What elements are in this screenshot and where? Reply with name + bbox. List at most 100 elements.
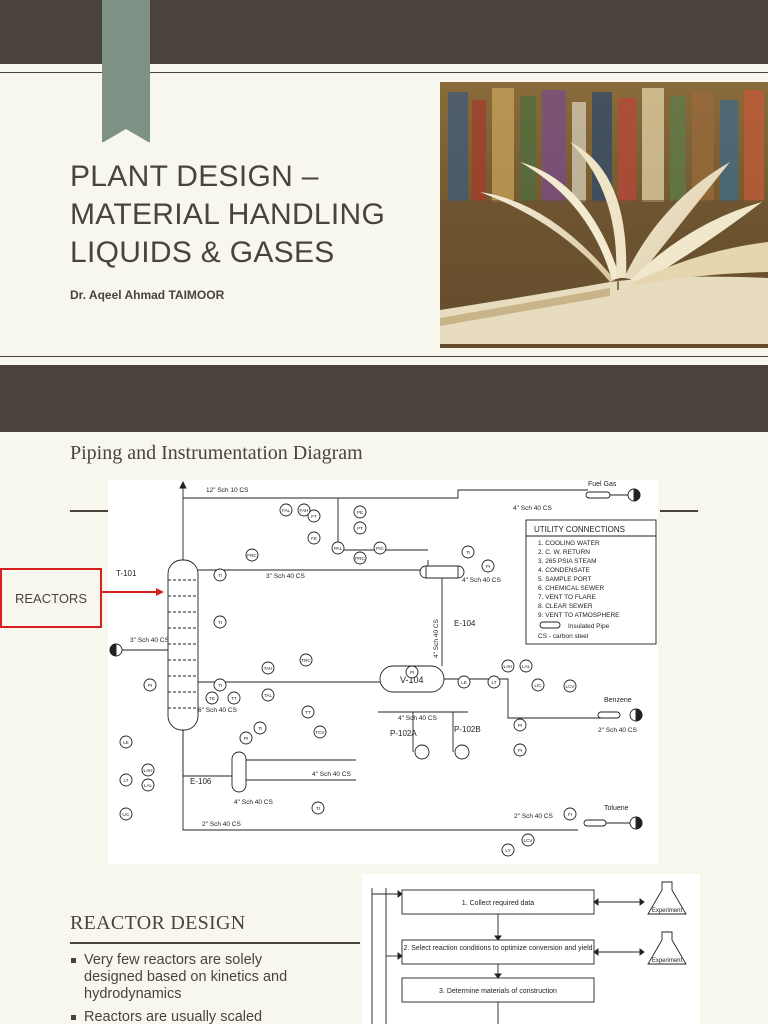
instrument-tag: LIC [534,683,542,688]
instrument-bubble [521,833,535,847]
instrument-tag: FT [311,514,317,519]
author-name: Dr. Aqeel Ahmad TAIMOOR [70,288,225,302]
pipe-label: 4" Sch 40 CS [234,799,273,806]
instrument-tag: TI [218,620,222,625]
instrument-bubble [457,675,471,689]
instrument-tag: PT [357,526,363,531]
column-tag: T-101 [116,569,137,578]
instrument-bubble [353,505,367,519]
instrument-bubble [405,665,419,679]
section-rule [70,942,360,944]
pid-slide: Piping and Instrumentation Diagram T-101… [0,432,768,1024]
instrument-tag: PI [518,723,522,728]
instrument-bubble [213,615,227,629]
instrument-bubble [513,718,527,732]
heat-exchanger [419,565,465,579]
pipe-label: 3" Sch 40 CS [266,573,305,580]
title-slide: PLANT DESIGN – MATERIAL HANDLING LIQUIDS… [0,0,768,432]
instrument-tag: PI [244,736,248,741]
instrument-tag: PI [410,670,414,675]
instrument-tag: LAL [144,783,153,788]
section-heading: REACTOR DESIGN [70,912,246,934]
legend-title: UTILITY CONNECTIONS [534,525,625,534]
flow-step [401,939,595,965]
instrument-bubble [481,559,495,573]
instrument-tag: LAH [144,768,153,773]
flow-step-label: 2. Select reaction conditions to optimiz… [403,945,592,952]
instrument-bubble [353,521,367,535]
instrument-bubble [563,807,577,821]
title-line: MATERIAL HANDLING [70,198,386,231]
instrument-bubble [213,568,227,582]
instrument-bubble [261,688,275,702]
legend-item: CS - carbon steel [538,633,589,640]
instrument-bubble [239,731,253,745]
pipe-label: 12" Sch 10 CS [206,487,249,494]
instrument-tag: LE [461,680,467,685]
legend-item: 1. COOLING WATER [538,540,600,547]
instrument-tag: PI [518,748,522,753]
instrument-tag: TI [258,726,262,731]
reboiler [231,751,247,793]
instrument-bubble [307,509,321,523]
instrument-tag: LT [491,680,496,685]
divider-line [0,72,768,73]
legend-item: 5. SAMPLE PORT [538,576,591,583]
instrument-bubble [519,659,533,673]
instrument-tag: PE [357,510,363,515]
book-photo [440,82,768,348]
pipe-label: 4" Sch 40 CS [513,505,552,512]
instrument-tag: PAL [334,546,343,551]
instrument-tag: FAL [282,508,291,513]
legend-item: 3. 265 PSIA STEAM [538,558,597,565]
pid-diagram: T-101 12" Sch 10 CS Fuel Gas 4" Sch 40 C… [108,480,658,864]
experiment-label: Experiment [652,908,683,914]
title-line: PLANT DESIGN – [70,160,319,193]
instrument-tag: LCV [566,684,576,689]
instrument-bubble [253,721,267,735]
instrument-bubble [141,763,155,777]
instrument-tag: LCV [524,838,534,843]
pipe-label: 2" Sch 40 CS [514,813,553,820]
instrument-tag: PI [486,564,490,569]
fuel-gas-label: Fuel Gas [588,481,617,488]
instrument-tag: LAH [504,664,513,669]
instrument-tag: FRC [247,553,257,558]
heading-rule [70,510,110,512]
instrument-tag: TI [316,806,320,811]
title-line: LIQUIDS & GASES [70,236,335,269]
instrument-bubble [353,551,367,565]
pipe-label: 4" Sch 40 CS [433,619,440,658]
bullet-item: Very few reactors are solely designed ba… [70,952,320,1003]
flow-step-label: 1. Collect required data [462,900,534,907]
instrument-bubble [119,735,133,749]
instrument-tag: TI [466,550,470,555]
instrument-tag: TI [218,573,222,578]
reboiler-tag: E-106 [190,777,212,786]
instrument-tag: LAL [522,664,531,669]
instrument-tag: TE [209,696,215,701]
instrument-bubble [307,531,321,545]
instrument-bubble [513,743,527,757]
pump-tag: P-102B [454,725,481,734]
flow-step [401,977,595,1003]
instrument-bubble [313,725,327,739]
instrument-tag: LY [505,848,510,853]
instrument-tag: FAH [300,508,309,513]
flow-step-label: 3. Determine materials of construction [439,988,557,995]
legend-item: 7. VENT TO FLARE [538,594,596,601]
instrument-bubble [227,691,241,705]
instrument-tag: TT [231,696,237,701]
legend-item: 4. CONDENSATE [538,567,591,574]
instrument-bubble [501,843,515,857]
instrument-tag: TCV [315,730,325,735]
instrument-bubble [531,678,545,692]
instrument-bubble [213,678,227,692]
instrument-bubble [119,807,133,821]
instrument-bubble [119,773,133,787]
legend-item: Insulated Pipe [568,623,610,630]
instrument-bubble [143,678,157,692]
instrument-bubble [299,653,313,667]
instrument-tag: LT [123,778,128,783]
